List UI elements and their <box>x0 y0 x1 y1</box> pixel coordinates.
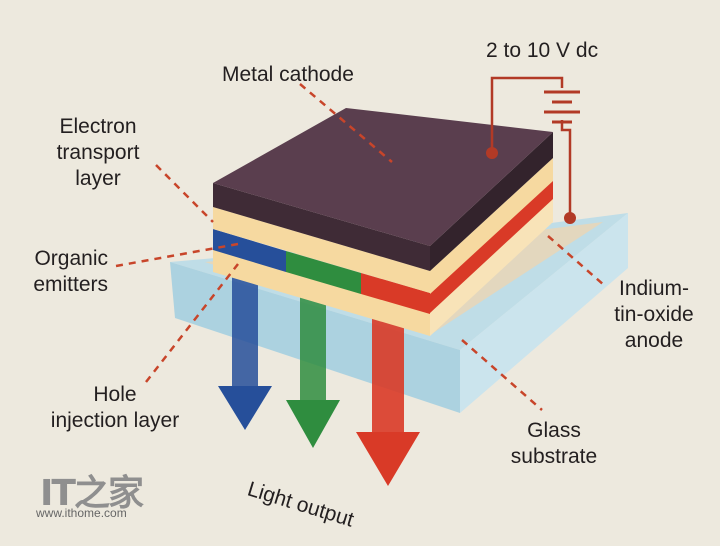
glass-substrate-front <box>460 213 628 413</box>
watermark-url: www.ithome.com <box>36 506 127 520</box>
glass-substrate-label: Glass substrate <box>510 419 598 468</box>
stack-right-red <box>430 180 553 313</box>
leader-lines <box>115 83 606 411</box>
stack-right-cream-1 <box>430 198 553 336</box>
ito-anode-label: Indium- tin-oxide anode <box>614 277 694 352</box>
battery-icon <box>544 90 580 124</box>
metal-cathode-left <box>213 183 430 271</box>
electron-transport-layer-left <box>213 207 430 293</box>
stack-right-cream-2 <box>430 158 553 294</box>
organic-emitters-label: Organic emitters <box>33 247 108 296</box>
organic-emitter-blue <box>213 229 286 272</box>
light-arrow-green <box>286 284 340 448</box>
hole-injection-layer-label: Hole injection layer <box>50 383 180 432</box>
power-wiring <box>490 76 572 218</box>
watermark: IT之家 www.ithome.com <box>36 462 156 522</box>
watermark-logo: IT之家 <box>40 473 144 514</box>
hole-injection-layer-left <box>213 248 430 336</box>
anode-contact <box>564 212 576 224</box>
light-arrow-blue <box>218 276 272 430</box>
electron-transport-layer-label: Electron transport layer <box>56 115 140 190</box>
metal-cathode-right <box>430 132 553 271</box>
organic-emitter-red <box>361 273 430 314</box>
cathode-contact <box>486 147 498 159</box>
organic-emitter-green <box>286 251 361 294</box>
voltage-label: 2 to 10 V dc <box>486 39 599 62</box>
metal-cathode-label: Metal cathode <box>222 63 354 86</box>
metal-cathode-top <box>213 108 553 246</box>
